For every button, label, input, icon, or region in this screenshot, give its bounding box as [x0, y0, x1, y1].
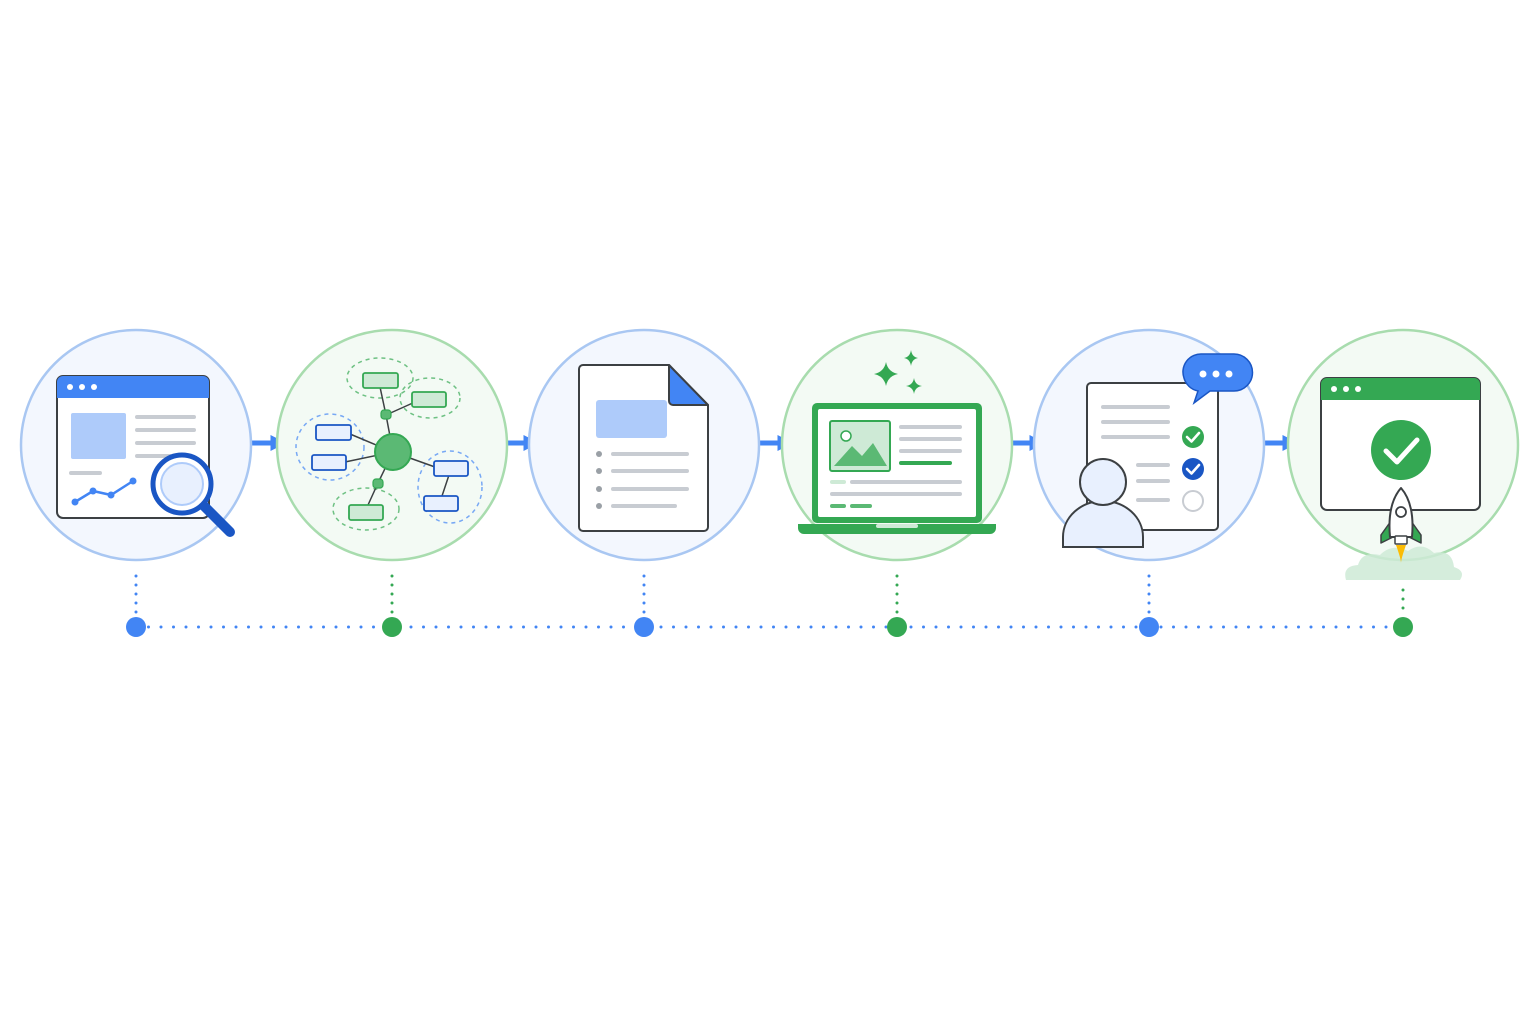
timeline-dot-structure — [382, 617, 402, 637]
stage-design — [780, 328, 1014, 562]
sparkle-icon — [874, 350, 922, 394]
browser-search-icon — [56, 375, 235, 537]
magnifier-icon — [150, 452, 235, 537]
stage-review — [1032, 328, 1266, 562]
chat-bubble-icon — [1182, 353, 1254, 406]
timeline-dot-review — [1139, 617, 1159, 637]
timeline-dot-research — [126, 617, 146, 637]
review-checklist-icon — [1062, 353, 1254, 548]
timeline-dot-design — [887, 617, 907, 637]
check-circle-icon — [1182, 426, 1204, 448]
stage-content — [527, 328, 761, 562]
timeline — [126, 574, 1413, 637]
stage-research — [19, 328, 253, 562]
rocket-icon — [1380, 487, 1422, 563]
launch-rocket-icon — [1320, 377, 1481, 580]
document-icon — [578, 364, 709, 532]
mind-map-icon — [295, 357, 483, 531]
check-circle-icon — [1182, 458, 1204, 480]
stage-structure — [275, 328, 509, 562]
person-icon — [1062, 458, 1144, 548]
check-circle-icon — [1371, 420, 1431, 480]
timeline-dot-content — [634, 617, 654, 637]
laptop-design-icon — [798, 350, 996, 534]
stage-launch — [1286, 328, 1520, 580]
cloud-icon — [1345, 546, 1462, 580]
timeline-dot-launch — [1393, 617, 1413, 637]
empty-circle-icon — [1182, 490, 1204, 512]
